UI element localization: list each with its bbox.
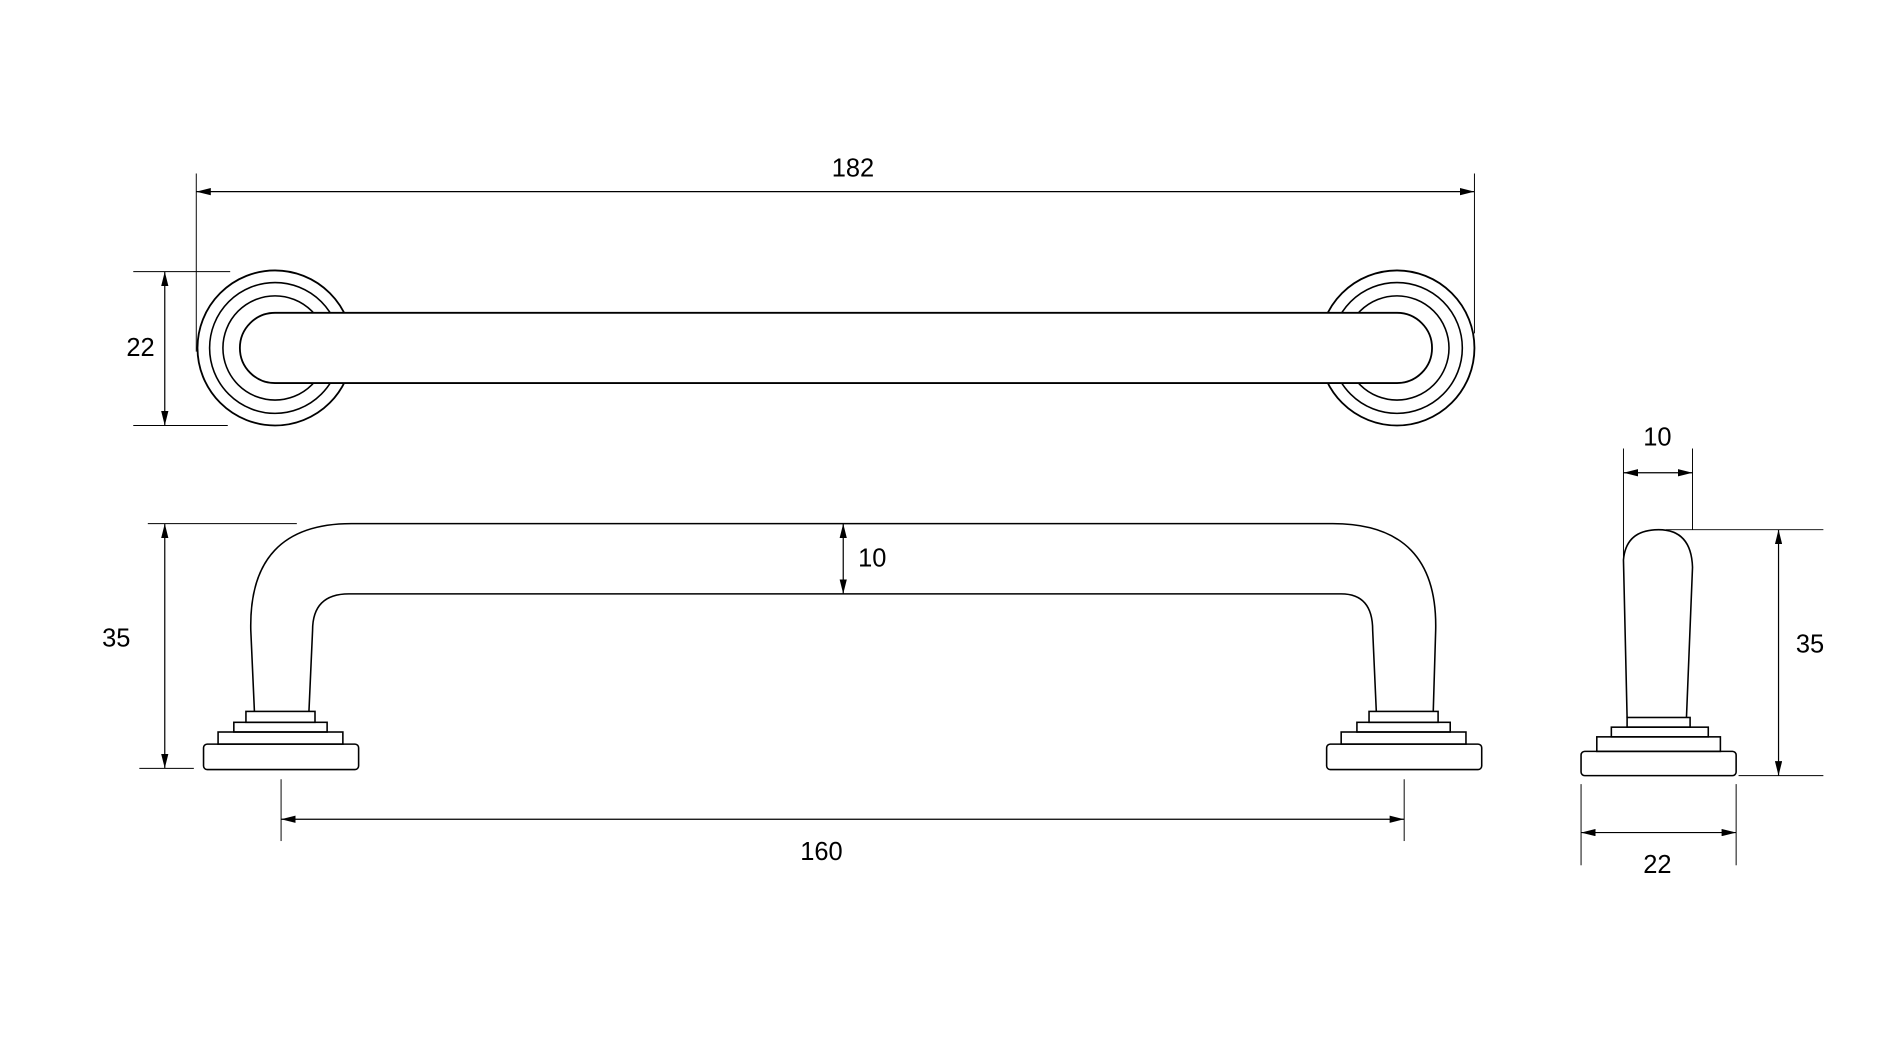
dimension-label-side-height: 35: [1796, 631, 1824, 659]
dimension-label-overall-length: 182: [832, 155, 874, 183]
dimension-label-bar-thickness: 10: [858, 545, 886, 573]
dimension-10-front: 10: [839, 523, 886, 594]
top-view: 182 22: [126, 155, 1476, 427]
side-foot: [1580, 716, 1737, 777]
dimension-label-rosette-diameter: 22: [126, 334, 154, 362]
side-view: 10 35 22: [1580, 424, 1824, 879]
dimension-160: 160: [280, 779, 1405, 866]
dimension-10-side: 10: [1622, 424, 1694, 558]
dimension-35-front: 35: [102, 523, 297, 769]
dimension-22-top: 22: [126, 271, 231, 426]
left-foot: [202, 710, 360, 771]
dimension-182: 182: [195, 155, 1475, 352]
handle-bar-top: [238, 311, 1433, 384]
dimension-label-centre-distance: 160: [800, 838, 842, 866]
front-view: 35 10 160: [102, 522, 1483, 866]
dimension-35-side: 35: [1665, 529, 1824, 777]
dimension-label-base-width: 22: [1643, 851, 1671, 879]
handle-profile: [1622, 528, 1694, 718]
dimension-label-side-width: 10: [1643, 424, 1671, 452]
dimension-label-height: 35: [102, 625, 130, 653]
right-foot: [1325, 710, 1483, 771]
dimension-22-side: 22: [1580, 784, 1737, 879]
